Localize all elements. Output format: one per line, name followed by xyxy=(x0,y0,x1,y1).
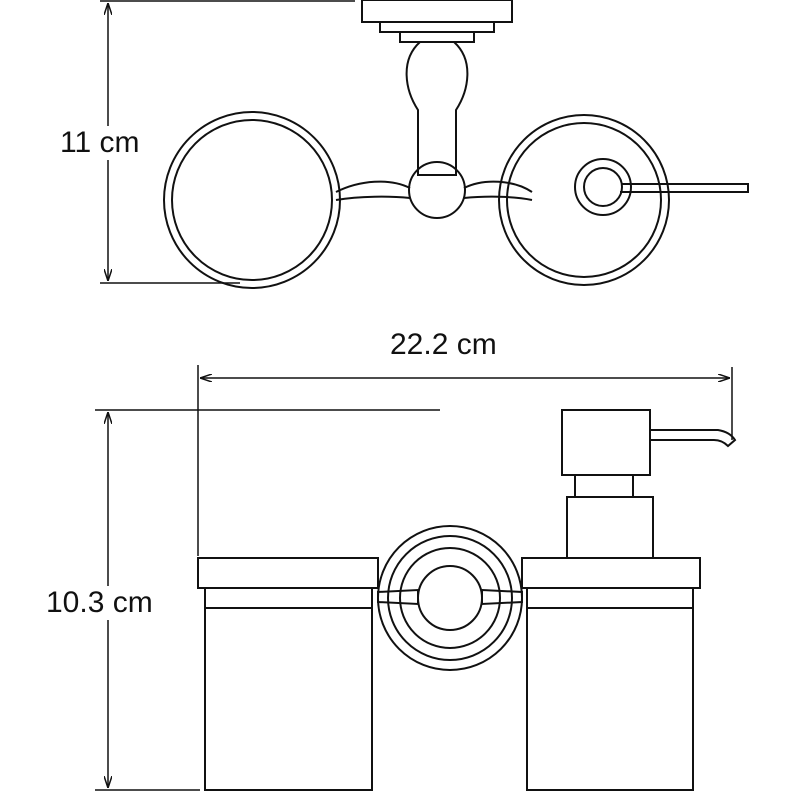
left-arm xyxy=(335,180,411,201)
front-view xyxy=(95,365,737,791)
pump-spout-top xyxy=(620,183,749,193)
height-label: 10.3 cm xyxy=(46,586,153,620)
wall-plate xyxy=(361,0,513,23)
stem xyxy=(405,41,469,176)
left-cup-lid xyxy=(197,557,379,589)
center-hub xyxy=(417,565,483,631)
pump-base xyxy=(566,496,654,559)
left-arm xyxy=(377,588,419,606)
right-arm xyxy=(481,588,523,606)
center-ring-inner xyxy=(399,547,501,649)
left-ring-inner xyxy=(171,119,333,281)
dispenser-body xyxy=(526,587,694,791)
pump-top-outer xyxy=(574,158,632,216)
top-view xyxy=(100,0,749,289)
center-ring-mid xyxy=(387,535,513,661)
wall-plate-step xyxy=(399,31,475,43)
depth-label: 11 cm xyxy=(60,126,140,160)
right-ring-inner xyxy=(506,122,662,278)
wall-plate-step xyxy=(379,21,495,33)
pump-top-inner xyxy=(583,167,623,207)
pump-head xyxy=(561,409,651,476)
hub xyxy=(408,161,466,219)
right-ring-outer xyxy=(498,114,670,286)
pump-neck xyxy=(574,474,634,498)
right-arm xyxy=(463,180,533,201)
left-cup-body xyxy=(204,587,373,791)
pump-spout xyxy=(650,429,737,448)
dispenser-lid xyxy=(521,557,701,589)
width-label: 22.2 cm xyxy=(390,328,497,362)
left-ring-outer xyxy=(163,111,341,289)
